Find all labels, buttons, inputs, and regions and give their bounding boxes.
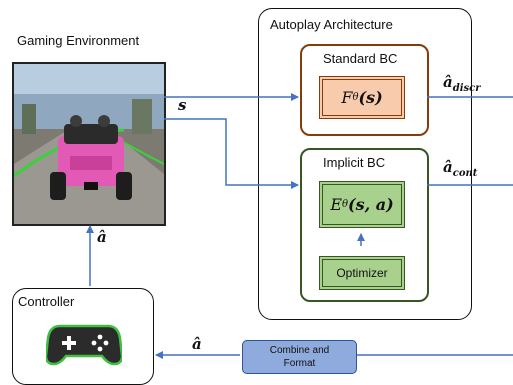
action-discrete-label: âdiscr <box>443 73 481 94</box>
action-continuous-label: âcont <box>443 158 477 179</box>
implicit-bc-function-name: E <box>330 195 342 214</box>
optimizer-label: Optimizer <box>322 259 402 287</box>
implicit-bc-title: Implicit BC <box>323 155 386 170</box>
gamepad-icon <box>46 324 122 366</box>
action-continuous-subscript: cont <box>452 168 478 179</box>
standard-bc-title: Standard BC <box>323 51 398 66</box>
arrow-env-to-implicit-bc <box>164 118 299 189</box>
state-label-s: s <box>178 96 187 114</box>
car-scene-icon <box>14 64 164 224</box>
combine-label-line1: Combine and <box>269 345 330 356</box>
implicit-bc-function-subscript: θ <box>342 199 349 210</box>
standard-bc-function-subscript: θ <box>352 92 359 103</box>
combine-label-line2: Format <box>283 358 316 369</box>
combine-and-format-box: Combine and Format <box>242 340 357 374</box>
action-discrete-symbol: â <box>443 73 453 91</box>
gaming-environment-title: Gaming Environment <box>17 33 140 48</box>
action-label-combine: â <box>192 335 202 353</box>
action-discrete-subscript: discr <box>452 83 481 94</box>
gaming-environment-image <box>12 62 166 226</box>
action-label-controller: â <box>97 228 107 246</box>
optimizer-box: Optimizer <box>319 256 405 290</box>
implicit-bc-function-args: (s, a) <box>348 195 394 214</box>
controller-title: Controller <box>18 294 75 309</box>
standard-bc-function-args: (s) <box>358 88 383 107</box>
standard-bc-function-name: F <box>341 88 353 107</box>
action-continuous-symbol: â <box>443 158 453 176</box>
autoplay-architecture-title: Autoplay Architecture <box>270 17 393 32</box>
